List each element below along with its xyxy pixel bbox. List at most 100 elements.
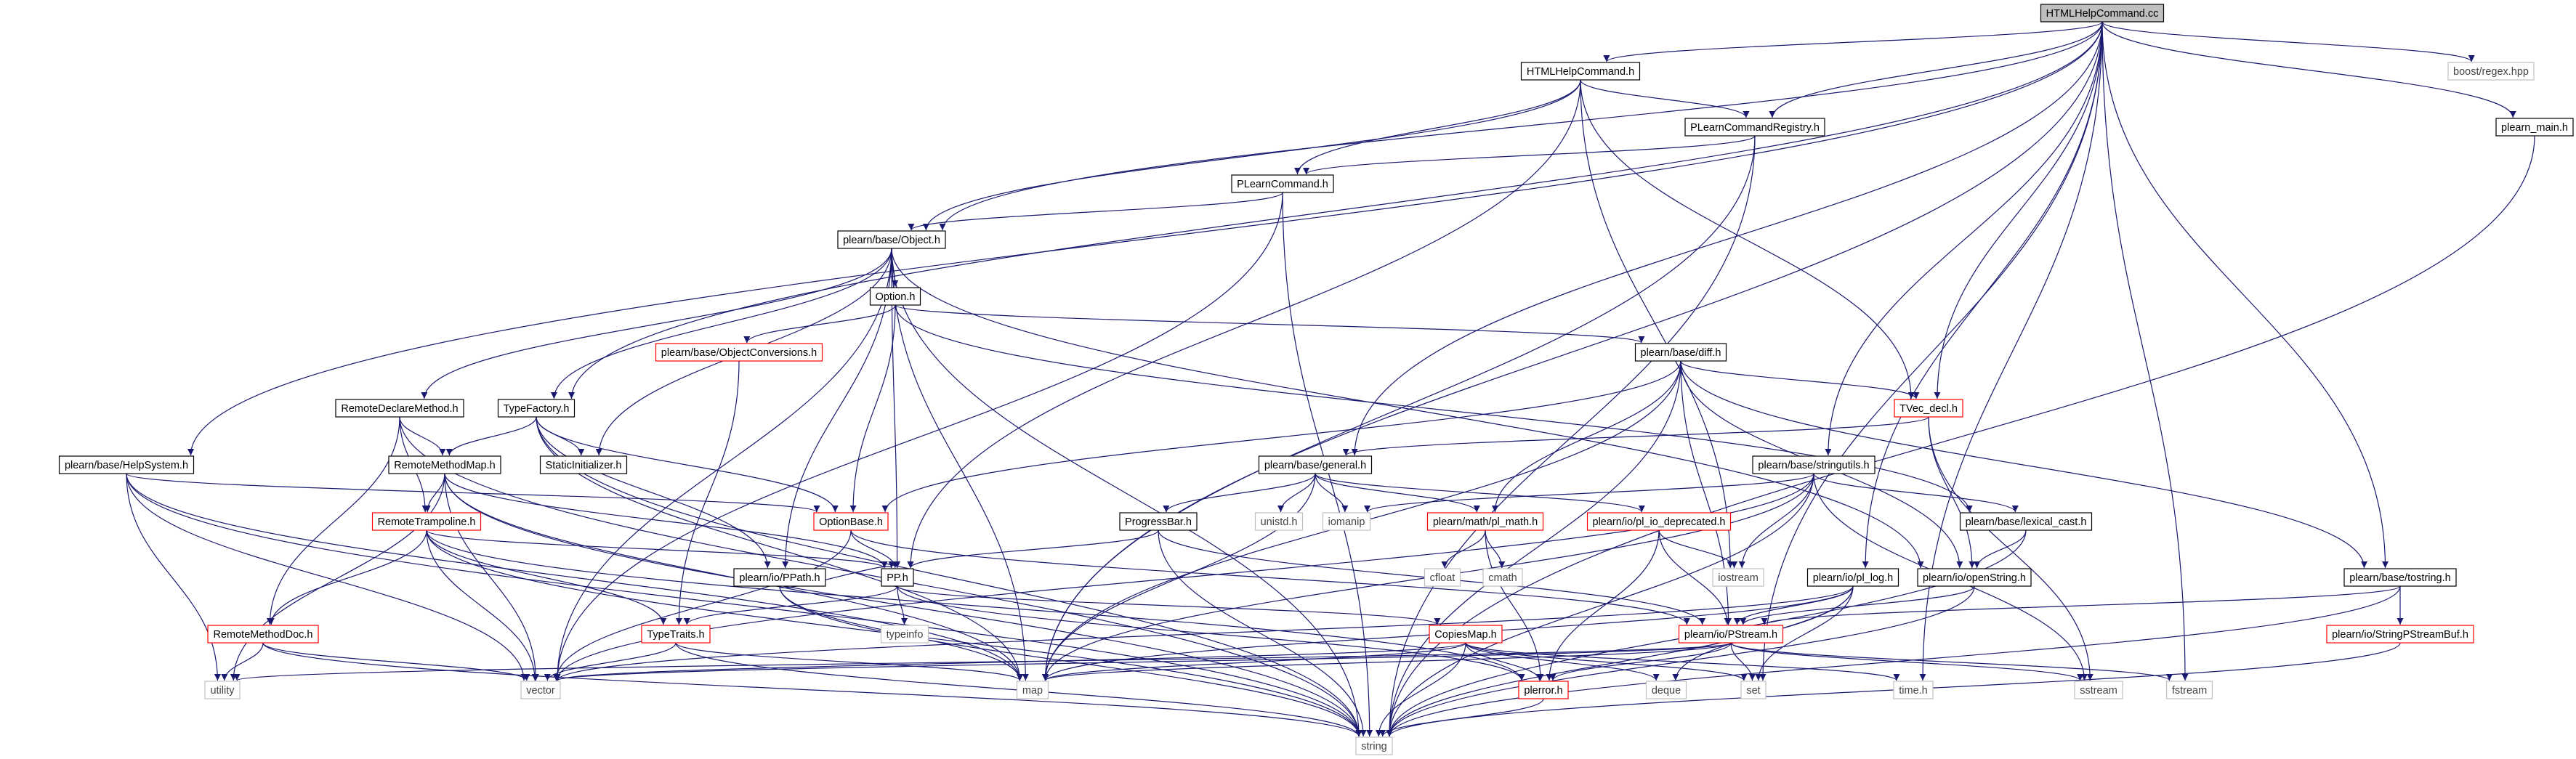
node-box bbox=[1119, 512, 1198, 531]
node-label: plearn/io/pl_log.h bbox=[1813, 572, 1893, 584]
edge-progressbar-to-pp bbox=[907, 529, 1159, 569]
node-plearn-io-pstream-h[interactable]: plearn/io/PStream.h bbox=[1678, 625, 1784, 644]
node-remotemethoddoc-h[interactable]: RemoteMethodDoc.h bbox=[207, 625, 319, 644]
node-plerror-h[interactable]: plerror.h bbox=[1518, 681, 1569, 699]
node-plearn-base-diff-h[interactable]: plearn/base/diff.h bbox=[1634, 343, 1727, 362]
node-map[interactable]: map bbox=[1016, 681, 1049, 699]
node-time-h[interactable]: time.h bbox=[1893, 681, 1934, 699]
node-htmlhelpcommand-h[interactable]: HTMLHelpCommand.h bbox=[1520, 62, 1641, 81]
node-box bbox=[1645, 681, 1687, 699]
edge-rdm-to-string bbox=[399, 416, 1362, 737]
node-plearn-io-stringpstreambuf-h[interactable]: plearn/io/StringPStreamBuf.h bbox=[2326, 625, 2474, 644]
node-iostream[interactable]: iostream bbox=[1712, 568, 1764, 587]
node-plearn-base-lexical-cast-h[interactable]: plearn/base/lexical_cast.h bbox=[1959, 512, 2093, 531]
node-plearn-base-object-h[interactable]: plearn/base/Object.h bbox=[837, 230, 946, 249]
node-typeinfo[interactable]: typeinfo bbox=[880, 625, 929, 644]
edge-option-to-lexical bbox=[895, 304, 1973, 513]
node-plearn-io-pl-log-h[interactable]: plearn/io/pl_log.h bbox=[1806, 568, 1899, 587]
node-box bbox=[881, 568, 914, 587]
node-box bbox=[2495, 118, 2574, 137]
node-vector[interactable]: vector bbox=[520, 681, 561, 699]
node-plearn-io-ppath-h[interactable]: plearn/io/PPath.h bbox=[733, 568, 826, 587]
node-plearn-main-h[interactable]: plearn_main.h bbox=[2495, 118, 2574, 137]
node-plearn-base-objectconversions-h[interactable]: plearn/base/ObjectConversions.h bbox=[655, 343, 823, 362]
edge-pstream-to-set bbox=[1730, 642, 1756, 681]
node-label: plearn/math/pl_math.h bbox=[1433, 516, 1538, 528]
node-option-h[interactable]: Option.h bbox=[869, 287, 921, 306]
node-pp-h[interactable]: PP.h bbox=[881, 568, 914, 587]
node-plearncommand-h[interactable]: PLearnCommand.h bbox=[1231, 174, 1334, 193]
node-typefactory-h[interactable]: TypeFactory.h bbox=[497, 399, 576, 418]
node-sstream[interactable]: sstream bbox=[2074, 681, 2123, 699]
edge-rmdoc-to-string bbox=[262, 642, 1362, 737]
edge-diff-to-optionbase bbox=[881, 360, 1681, 513]
node-box bbox=[58, 455, 195, 474]
edge-ppath-to-string bbox=[779, 585, 1362, 737]
node-box bbox=[335, 399, 464, 418]
node-plearn-base-tostring-h[interactable]: plearn/base/tostring.h bbox=[2343, 568, 2457, 587]
node-cmath[interactable]: cmath bbox=[1482, 568, 1523, 587]
node-htmlhelpcommand-cc[interactable]: HTMLHelpCommand.cc bbox=[2040, 4, 2165, 23]
node-plearn-io-openstring-h[interactable]: plearn/io/openString.h bbox=[1917, 568, 2032, 587]
node-label: plearn/io/pl_io_deprecated.h bbox=[1593, 516, 1726, 528]
node-set[interactable]: set bbox=[1740, 681, 1767, 699]
node-utility[interactable]: utility bbox=[204, 681, 241, 699]
node-plearn-math-pl-math-h[interactable]: plearn/math/pl_math.h bbox=[1426, 512, 1544, 531]
node-label: RemoteDeclareMethod.h bbox=[341, 403, 458, 415]
edge-copiesmap-to-deque bbox=[1465, 642, 1660, 681]
edge-general-to-iomanip bbox=[1315, 473, 1349, 513]
node-label: plearn/io/openString.h bbox=[1923, 572, 2026, 584]
node-label: map bbox=[1022, 685, 1043, 697]
edge-hhc_h-to-object bbox=[922, 79, 1581, 231]
node-remotetrampoline-h[interactable]: RemoteTrampoline.h bbox=[371, 512, 482, 531]
node-box bbox=[1740, 681, 1767, 699]
node-remotemethodmap-h[interactable]: RemoteMethodMap.h bbox=[388, 455, 501, 474]
edge-pstream-to-sstream bbox=[1730, 642, 2084, 681]
node-iomanip[interactable]: iomanip bbox=[1322, 512, 1371, 531]
node-label: plearn/io/PPath.h bbox=[739, 572, 820, 584]
node-label: plerror.h bbox=[1524, 685, 1562, 697]
node-plearn-base-helpsystem-h[interactable]: plearn/base/HelpSystem.h bbox=[58, 455, 195, 474]
node-typetraits-h[interactable]: TypeTraits.h bbox=[641, 625, 711, 644]
node-optionbase-h[interactable]: OptionBase.h bbox=[813, 512, 889, 531]
edge-copiesmap-to-map bbox=[1042, 642, 1466, 681]
node-box bbox=[1258, 455, 1373, 474]
edge-pstream-to-utility bbox=[234, 642, 1732, 681]
edge-hhc_h-to-pp bbox=[907, 79, 1581, 569]
node-plearn-base-general-h[interactable]: plearn/base/general.h bbox=[1258, 455, 1373, 474]
edge-diff-to-string bbox=[1386, 360, 1681, 737]
node-label: PP.h bbox=[887, 572, 908, 584]
node-staticinitializer-h[interactable]: StaticInitializer.h bbox=[539, 455, 628, 474]
edge-openstring-to-pstream bbox=[1740, 585, 1975, 625]
edge-root-to-helpsystem bbox=[187, 21, 2103, 456]
node-label: TypeTraits.h bbox=[647, 629, 704, 641]
edge-rdm-to-rmdoc bbox=[266, 416, 400, 625]
node-label: plearn/base/HelpSystem.h bbox=[65, 460, 188, 471]
edge-diff-to-plmath bbox=[1491, 360, 1681, 513]
node-progressbar-h[interactable]: ProgressBar.h bbox=[1119, 512, 1198, 531]
node-deque[interactable]: deque bbox=[1645, 681, 1687, 699]
edge-helpsystem-to-optionbase bbox=[126, 473, 820, 513]
node-string[interactable]: string bbox=[1355, 736, 1393, 755]
edge-general-to-plmath bbox=[1315, 473, 1480, 513]
node-box bbox=[1518, 681, 1569, 699]
edge-registry-to-plcommand bbox=[1303, 135, 1756, 175]
edge-copiesmap-to-set bbox=[1465, 642, 1748, 681]
node-label: iomanip bbox=[1328, 516, 1365, 528]
node-remotedeclaremethod-h[interactable]: RemoteDeclareMethod.h bbox=[335, 399, 464, 418]
node-label: plearn/base/stringutils.h bbox=[1758, 460, 1869, 471]
edge-typetraits-to-vector bbox=[544, 642, 677, 681]
node-plearn-base-stringutils-h[interactable]: plearn/base/stringutils.h bbox=[1752, 455, 1876, 474]
node-boost-regex-hpp[interactable]: boost/regex.hpp bbox=[2447, 62, 2535, 81]
node-tvec-decl-h[interactable]: TVec_decl.h bbox=[1894, 399, 1963, 418]
node-cfloat[interactable]: cfloat bbox=[1424, 568, 1461, 587]
node-plearn-io-pl-io-deprecated-h[interactable]: plearn/io/pl_io_deprecated.h bbox=[1586, 512, 1732, 531]
node-fstream[interactable]: fstream bbox=[2165, 681, 2213, 699]
edge-typefactory-to-rmm bbox=[445, 416, 537, 456]
node-label: RemoteMethodDoc.h bbox=[213, 629, 312, 641]
node-unistd-h[interactable]: unistd.h bbox=[1254, 512, 1304, 531]
node-copiesmap-h[interactable]: CopiesMap.h bbox=[1429, 625, 1503, 644]
node-plearncommandregistry-h[interactable]: PLearnCommandRegistry.h bbox=[1684, 118, 1825, 137]
node-box bbox=[880, 625, 929, 644]
node-box bbox=[1712, 568, 1764, 587]
